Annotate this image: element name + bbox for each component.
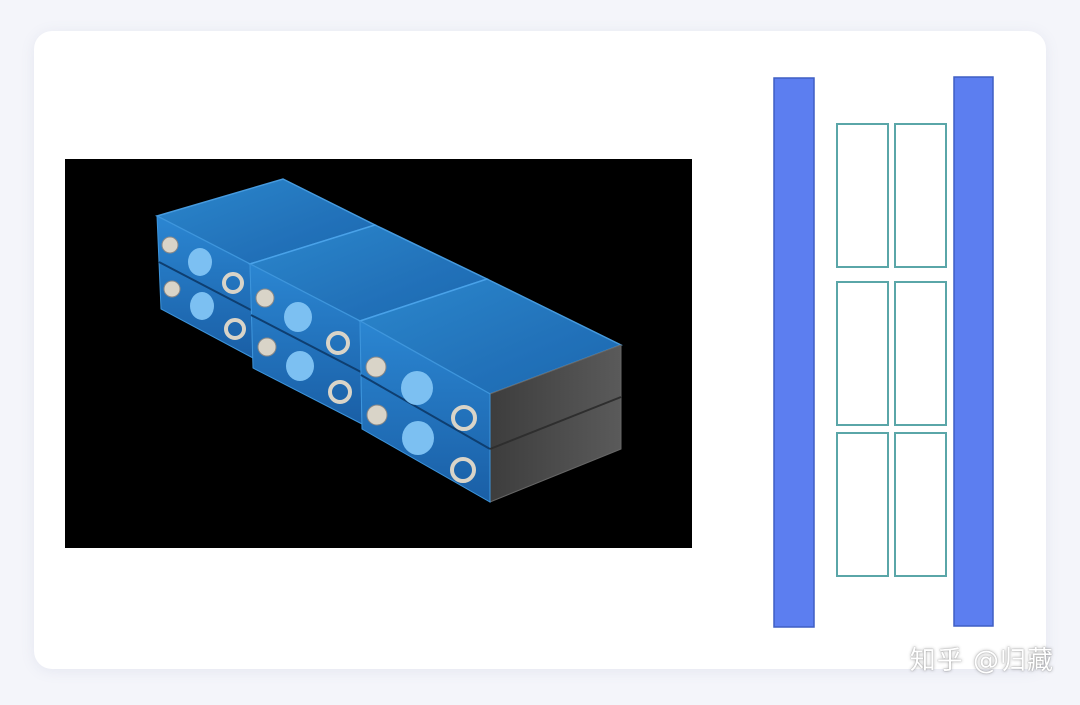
battery-module-render <box>65 159 692 548</box>
end-plate-right <box>953 76 994 627</box>
module-schematic-diagram <box>773 76 994 628</box>
watermark-text: 知乎 @归藏 <box>909 646 1054 676</box>
cell-r1-c1 <box>836 123 889 268</box>
cell-r2-c2 <box>894 281 947 426</box>
cell-stack-3 <box>358 278 623 503</box>
cell-r3-c2 <box>894 432 947 577</box>
cell-r1-c2 <box>894 123 947 268</box>
cell-stack-1 <box>154 178 378 359</box>
cell-r3-c1 <box>836 432 889 577</box>
end-plate-left <box>773 77 815 628</box>
battery-module-illustration <box>154 178 623 503</box>
cell-r2-c1 <box>836 281 889 426</box>
module-schematic <box>760 70 1010 640</box>
